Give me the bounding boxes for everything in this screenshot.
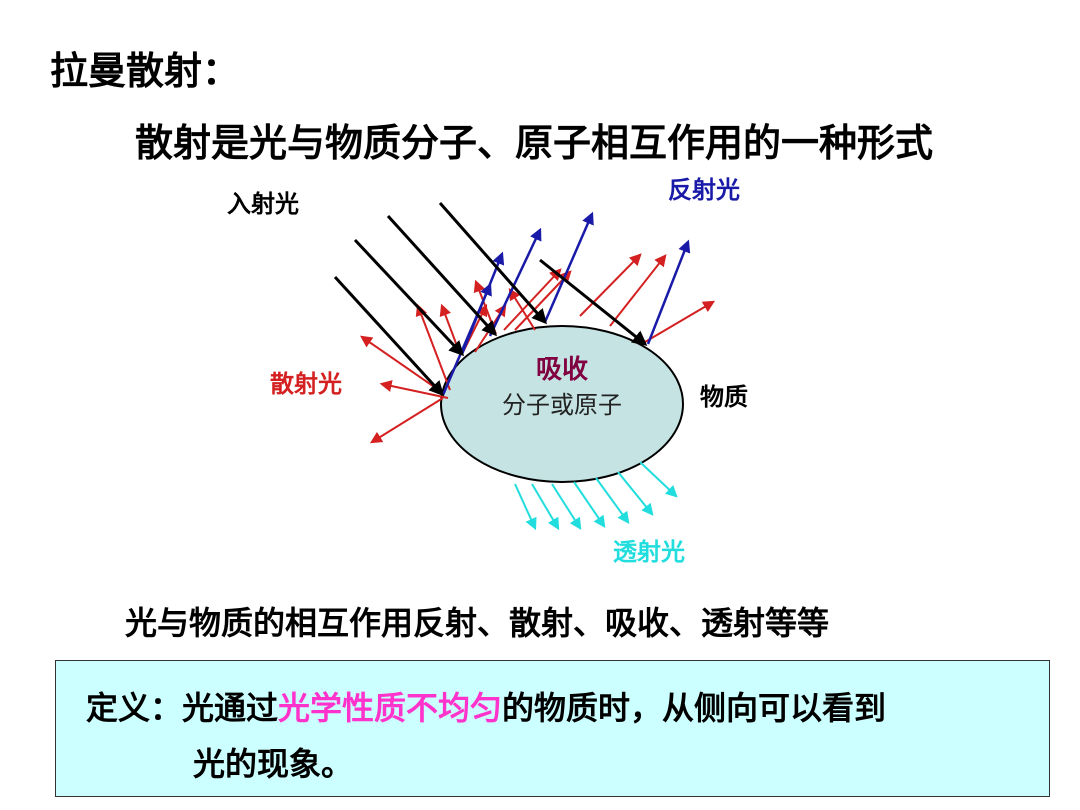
reflected-light-label: 反射光 [668, 176, 740, 204]
absorb-label: 吸收 [536, 355, 588, 385]
incident-light-label: 入射光 [227, 190, 299, 218]
reflected-arrows [441, 211, 691, 396]
definition-highlight: 光学性质不均匀 [278, 689, 503, 727]
transmitted-light-label: 透射光 [613, 538, 685, 566]
definition-box: 定义：光通过光学性质不均匀的物质时，从侧向可以看到 光的现象。 [55, 660, 1050, 797]
matter-particle [440, 325, 684, 483]
matter-label: 物质 [700, 383, 748, 411]
definition-line-2: 光的现象。 [193, 745, 354, 783]
particle-label: 分子或原子 [502, 391, 622, 419]
slide-subtitle: 散射是光与物质分子、原子相互作用的一种形式 [135, 121, 934, 165]
interaction-summary: 光与物质的相互作用反射、散射、吸收、透射等等 [125, 604, 830, 642]
definition-line-1: 定义：光通过光学性质不均匀的物质时，从侧向可以看到 [86, 683, 886, 729]
incident-arrows [333, 202, 648, 397]
scattered-light-label: 散射光 [270, 370, 342, 398]
slide-title: 拉曼散射： [50, 49, 241, 93]
definition-suffix: 的物质时，从侧向可以看到 [502, 689, 887, 727]
definition-prefix: 定义：光通过 [86, 689, 279, 727]
transmitted-arrows [514, 461, 678, 531]
